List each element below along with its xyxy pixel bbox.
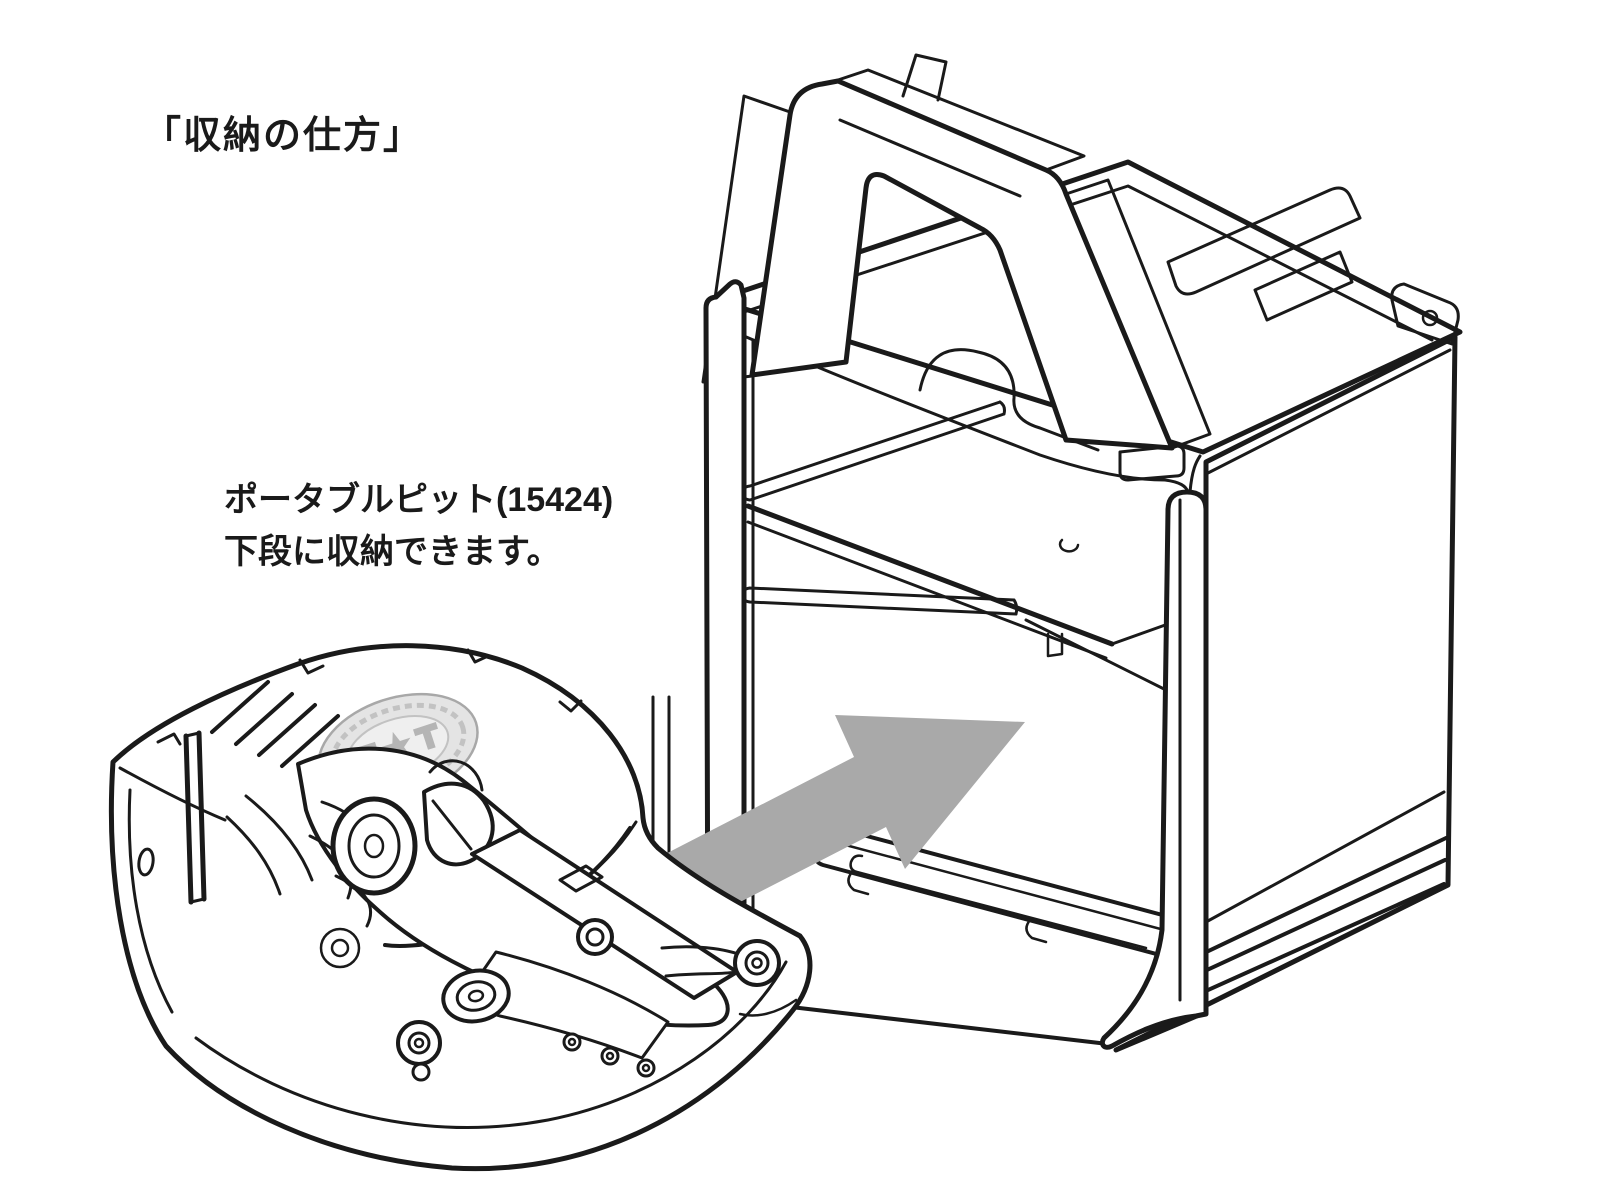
mini-4wd-car [225,746,781,1082]
front-wheel [441,968,511,1024]
bumper-bolts [562,1032,656,1078]
guide-rollers [319,918,781,1082]
caption-line-1: ポータブルピット(15424) [224,481,614,519]
insert-direction-arrow [644,715,1025,935]
portable-pit-storage-case [651,53,1463,1053]
page-title: 「収納の仕方」 [143,115,424,157]
rear-wheel [330,796,418,896]
middle-shelf [745,503,1170,660]
caption-text: ポータブルピット(15424) 下段に収納できます。 [224,474,613,578]
caption-line-2: 下段に収納できます。 [224,533,561,571]
